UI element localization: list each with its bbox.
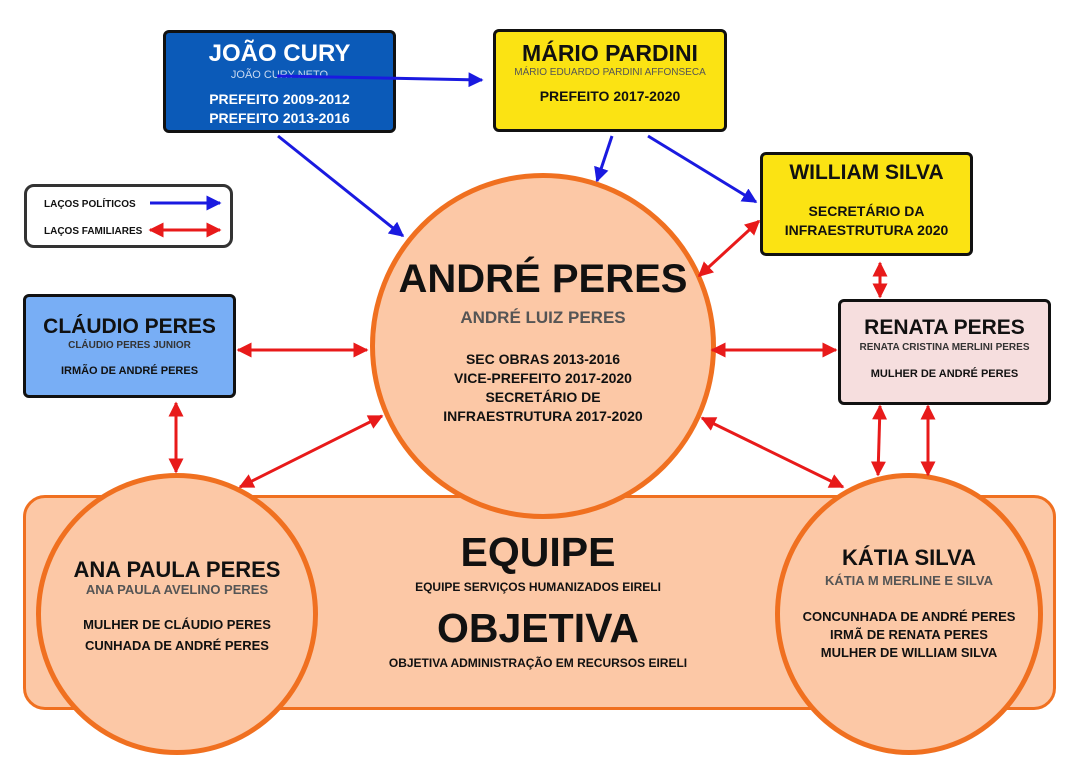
claudio-name: CLÁUDIO PERES (43, 315, 216, 338)
william-name: WILLIAM SILVA (789, 161, 944, 184)
andre-full-name: ANDRÉ LUIZ PERES (460, 308, 626, 327)
ana-full-name: ANA PAULA AVELINO PERES (85, 582, 269, 598)
mario-name: MÁRIO PARDINI (522, 40, 698, 66)
mario-full-name: MÁRIO EDUARDO PARDINI AFFONSECA (514, 67, 706, 79)
arrow-mario-andre (594, 135, 614, 183)
arrow-renata-katia (870, 404, 888, 477)
node-andre-peres: ANDRÉ PERES ANDRÉ LUIZ PERES SEC OBRAS 2… (370, 173, 716, 519)
katia-name: KÁTIA SILVA (841, 544, 977, 570)
companies-text: EQUIPE EQUIPE SERVIÇOS HUMANIZADOS EIREL… (323, 530, 753, 682)
mario-role: PREFEITO 2017-2020 (539, 88, 681, 105)
joao-role: PREFEITO 2009-2012 (209, 91, 350, 108)
node-william-silva: WILLIAM SILVA SECRETÁRIO DA INFRAESTRUTU… (760, 152, 973, 256)
andre-role: INFRAESTRUTURA 2017-2020 (443, 408, 643, 424)
node-mario-pardini: MÁRIO PARDINI MÁRIO EDUARDO PARDINI AFFO… (493, 29, 727, 132)
joao-full-name: JOÃO CURY NETO (230, 69, 329, 82)
william-role: SECRETÁRIO DA (808, 203, 925, 220)
katia-full-name: KÁTIA M MERLINE E SILVA (824, 573, 994, 589)
renata-role: MULHER DE ANDRÉ PERES (870, 368, 1019, 381)
arrow-andre-william (697, 219, 761, 278)
joao-role: PREFEITO 2013-2016 (209, 110, 350, 127)
arrow-mario-william (647, 134, 758, 204)
node-katia-silva: KÁTIA SILVA KÁTIA M MERLINE E SILVA CONC… (775, 473, 1043, 755)
equipe-name: EQUIPE (460, 529, 616, 575)
ana-role: MULHER DE CLÁUDIO PERES (83, 617, 271, 633)
node-claudio-peres: CLÁUDIO PERES CLÁUDIO PERES JUNIOR IRMÃO… (23, 294, 236, 398)
renata-full-name: RENATA CRISTINA MERLINI PERES (859, 342, 1030, 354)
andre-role: SEC OBRAS 2013-2016 (465, 351, 621, 367)
node-ana-paula-peres: ANA PAULA PERES ANA PAULA AVELINO PERES … (36, 473, 318, 755)
katia-role: IRMÃ DE RENATA PERES (830, 627, 988, 643)
arrow-joao-andre (277, 134, 405, 238)
equipe-full-name: EQUIPE SERVIÇOS HUMANIZADOS EIRELI (415, 580, 661, 594)
arrow-andre-katia (700, 416, 845, 489)
objetiva-name: OBJETIVA (437, 605, 639, 651)
andre-role: SECRETÁRIO DE (485, 389, 601, 405)
arrow-andre-ana (238, 414, 384, 489)
claudio-full-name: CLÁUDIO PERES JUNIOR (68, 340, 191, 352)
node-renata-peres: RENATA PERES RENATA CRISTINA MERLINI PER… (838, 299, 1051, 405)
katia-role: MULHER DE WILLIAM SILVA (820, 645, 998, 661)
joao-name: JOÃO CURY (208, 40, 351, 67)
objetiva-full-name: OBJETIVA ADMINISTRAÇÃO EM RECURSOS EIREL… (388, 656, 688, 670)
node-joao-cury: JOÃO CURY JOÃO CURY NETO PREFEITO 2009-2… (163, 30, 396, 133)
legend-political-label: LAÇOS POLÍTICOS (44, 199, 136, 210)
renata-name: RENATA PERES (864, 316, 1025, 339)
ana-name: ANA PAULA PERES (73, 556, 281, 582)
andre-name: ANDRÉ PERES (398, 257, 688, 301)
claudio-role: IRMÃO DE ANDRÉ PERES (60, 365, 199, 378)
william-role: INFRAESTRUTURA 2020 (784, 222, 949, 239)
legend: LAÇOS POLÍTICOS LAÇOS FAMILIARES (24, 184, 233, 248)
katia-role: CONCUNHADA DE ANDRÉ PERES (802, 609, 1016, 625)
legend-family-label: LAÇOS FAMILIARES (44, 226, 143, 237)
ana-role: CUNHADA DE ANDRÉ PERES (85, 638, 269, 654)
andre-role: VICE-PREFEITO 2017-2020 (454, 370, 632, 386)
